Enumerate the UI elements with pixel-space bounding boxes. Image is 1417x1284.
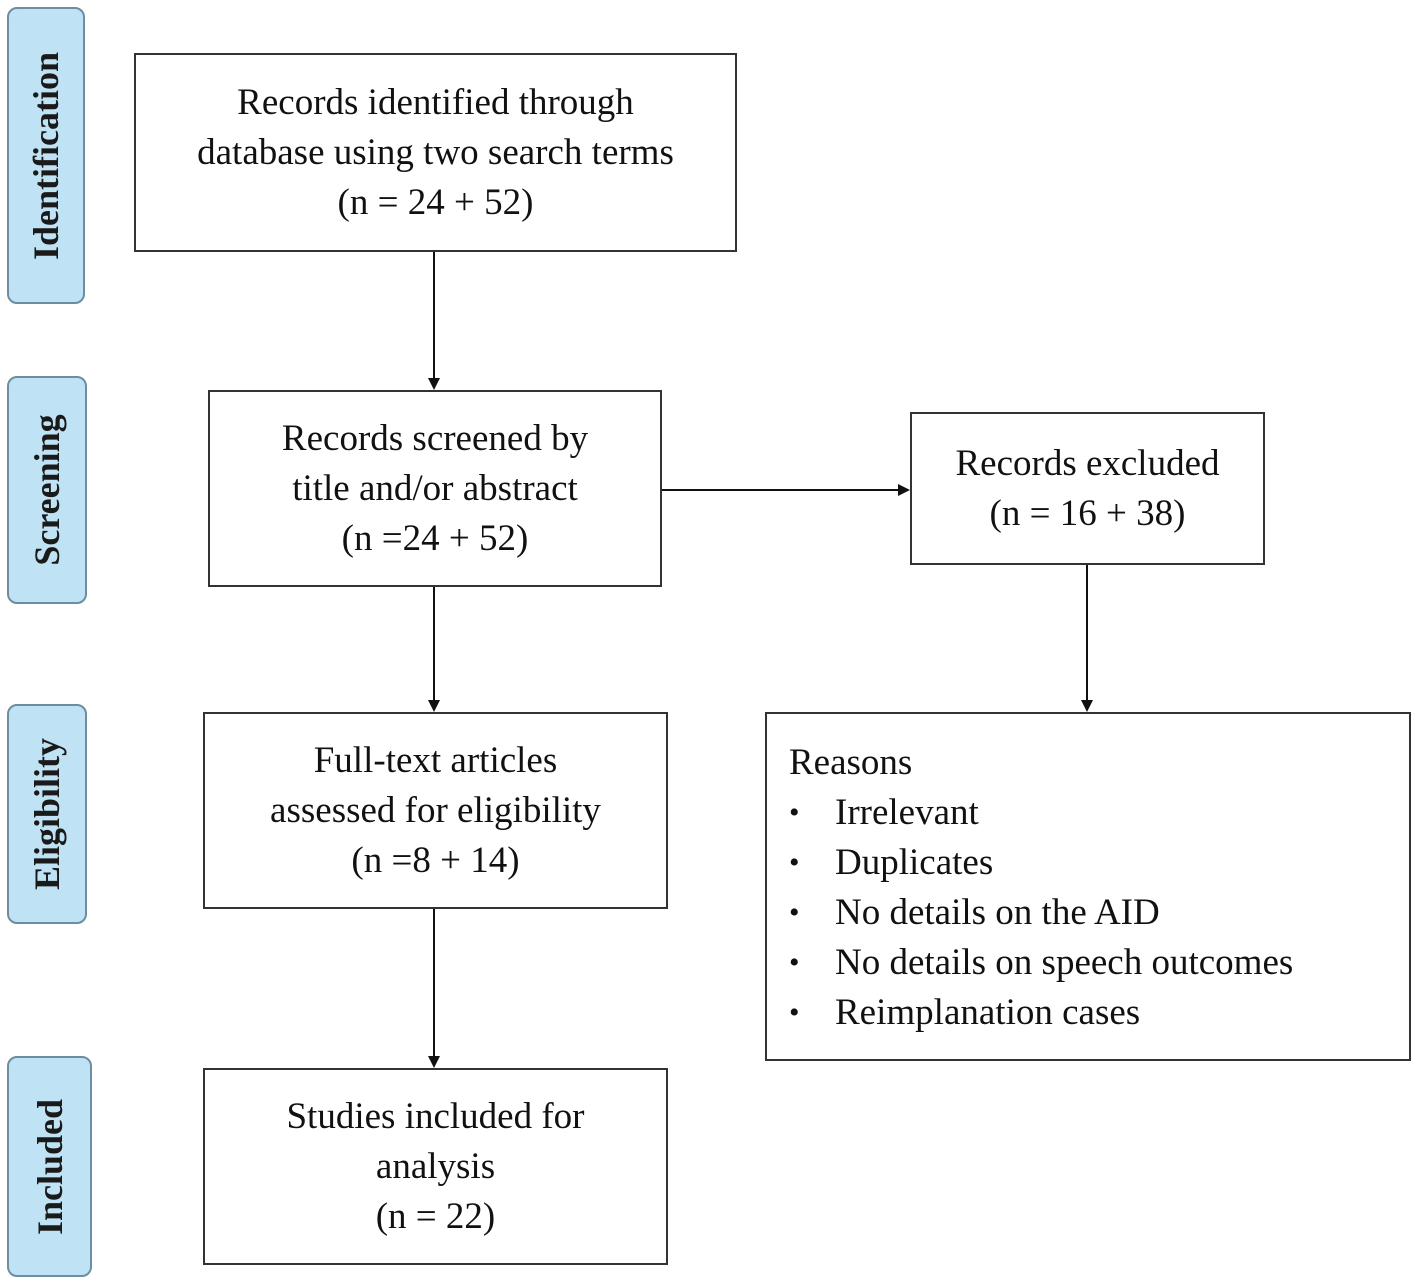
studies-included-line2: analysis (375, 1145, 496, 1187)
phase-eligibility: Eligibility (7, 704, 87, 924)
exclusion-reasons-box: Reasons Irrelevant Duplicates No details… (765, 712, 1411, 1061)
reason-item: No details on speech outcomes (789, 938, 1409, 988)
reason-item: Duplicates (789, 838, 1409, 888)
fulltext-articles-box: Full-text articles assessed for eligibil… (203, 712, 668, 909)
records-identified-count: (n = 24 + 52) (337, 181, 534, 223)
records-excluded-box: Records excluded (n = 16 + 38) (910, 412, 1265, 565)
records-identified-box: Records identified through database usin… (134, 53, 737, 252)
records-screened-count: (n =24 + 52) (341, 517, 529, 559)
reasons-title: Reasons (789, 742, 913, 783)
phase-screening: Screening (7, 376, 87, 604)
studies-included-box: Studies included for analysis (n = 22) (203, 1068, 668, 1265)
reason-item: Irrelevant (789, 788, 1409, 838)
records-excluded-line1: Records excluded (955, 442, 1220, 484)
fulltext-articles-count: (n =8 + 14) (351, 839, 520, 881)
records-identified-line2: database using two search terms (197, 131, 674, 173)
records-identified-line1: Records identified through (237, 81, 634, 123)
studies-included-count: (n = 22) (375, 1195, 496, 1237)
phase-included: Included (7, 1056, 92, 1277)
records-screened-line2: title and/or abstract (292, 467, 578, 509)
reason-item: Reimplanation cases (789, 988, 1409, 1038)
fulltext-articles-line2: assessed for eligibility (270, 789, 601, 831)
records-screened-box: Records screened by title and/or abstrac… (208, 390, 662, 587)
records-excluded-count: (n = 16 + 38) (989, 492, 1186, 534)
phase-identification: Identification (7, 7, 85, 304)
reason-item: No details on the AID (789, 888, 1409, 938)
records-screened-line1: Records screened by (281, 417, 589, 459)
studies-included-line1: Studies included for (286, 1095, 585, 1137)
reasons-list: Irrelevant Duplicates No details on the … (789, 788, 1409, 1038)
fulltext-articles-line1: Full-text articles (313, 739, 558, 781)
